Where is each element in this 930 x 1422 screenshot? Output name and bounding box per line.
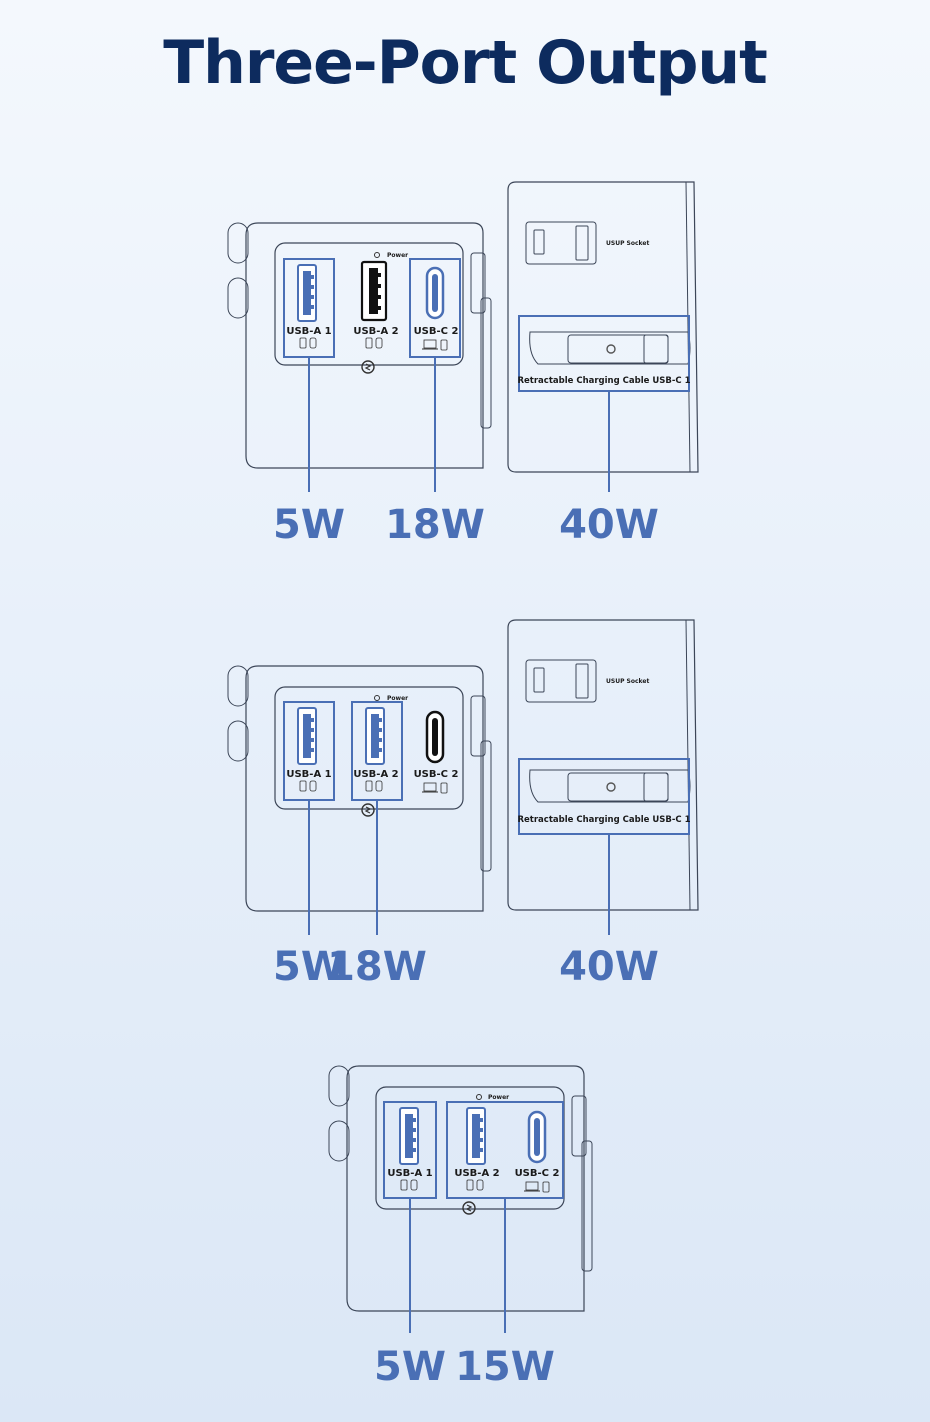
output-usb-a2: 18W (327, 944, 427, 990)
usb-a2-label: USB-A 2 (454, 1168, 499, 1179)
phone-watch-icon (299, 780, 317, 792)
output-usb-c1: 40W (559, 944, 659, 990)
usb-c2-port-icon (425, 266, 445, 320)
usb-a1-label: USB-A 1 (387, 1168, 432, 1179)
laptop-phone-icon (421, 782, 448, 794)
output-usb-a2-c2: 15W (455, 1344, 555, 1390)
phone-watch-icon (400, 1179, 418, 1191)
usb-a2-label: USB-A 2 (353, 769, 398, 780)
charging-logo-icon (462, 1201, 476, 1215)
phone-phone-icon (365, 780, 383, 792)
cable-label: Retractable Charging Cable USB-C 1 (517, 376, 690, 386)
usb-a1-label: USB-A 1 (286, 769, 331, 780)
socket-label: USUP Socket (606, 240, 649, 247)
phone-phone-icon (466, 1179, 484, 1191)
usb-a1-port-icon (297, 264, 317, 322)
cable-label: Retractable Charging Cable USB-C 1 (517, 815, 690, 825)
usb-c2-port-icon (527, 1110, 547, 1164)
usb-a2-label: USB-A 2 (353, 326, 398, 337)
power-label: Power (387, 252, 408, 259)
phone-phone-icon (365, 337, 383, 349)
usb-a2-port-icon (466, 1107, 486, 1165)
power-label: Power (387, 695, 408, 702)
usb-a2-port-icon (360, 260, 388, 322)
socket-illustration: USUP Socket (507, 619, 699, 911)
phone-watch-icon (299, 337, 317, 349)
power-label: Power (488, 1094, 509, 1101)
usb-a2-port-icon (365, 707, 385, 765)
cable-highlight (518, 758, 690, 835)
scenario-3-diagram: Power USB-A 1 USB-A 2 USB-C 2 5W 15W (328, 1065, 593, 1390)
usb-c2-label: USB-C 2 (515, 1168, 560, 1179)
socket-label: USUP Socket (606, 678, 649, 685)
charging-logo-icon (361, 360, 375, 374)
output-usb-c1: 40W (559, 502, 659, 548)
usb-c2-port-icon (425, 710, 445, 764)
output-usb-c2: 18W (385, 502, 485, 548)
usb-a1-port-icon (399, 1107, 419, 1165)
output-usb-a1: 5W (374, 1344, 446, 1390)
charging-logo-icon (361, 803, 375, 817)
usb-a1-label: USB-A 1 (286, 326, 331, 337)
cable-highlight (518, 315, 690, 392)
scenario-2-diagram: Power USB-A 1 USB-A 2 USB-C 2 USUP Socke… (227, 619, 699, 990)
usb-c2-label: USB-C 2 (414, 326, 459, 337)
output-usb-a1: 5W (273, 502, 345, 548)
laptop-phone-icon (421, 339, 448, 351)
output-usb-a1: 5W (273, 944, 345, 990)
socket-illustration: USUP Socket (507, 181, 699, 473)
laptop-phone-icon (523, 1181, 550, 1193)
usb-c2-label: USB-C 2 (414, 769, 459, 780)
scenario-1-diagram: Power USB-A 1 USB-A 2 USB-C 2 USUP Socke… (227, 181, 699, 548)
page-title: Three-Port Output (163, 28, 768, 98)
usb-a1-port-icon (297, 707, 317, 765)
